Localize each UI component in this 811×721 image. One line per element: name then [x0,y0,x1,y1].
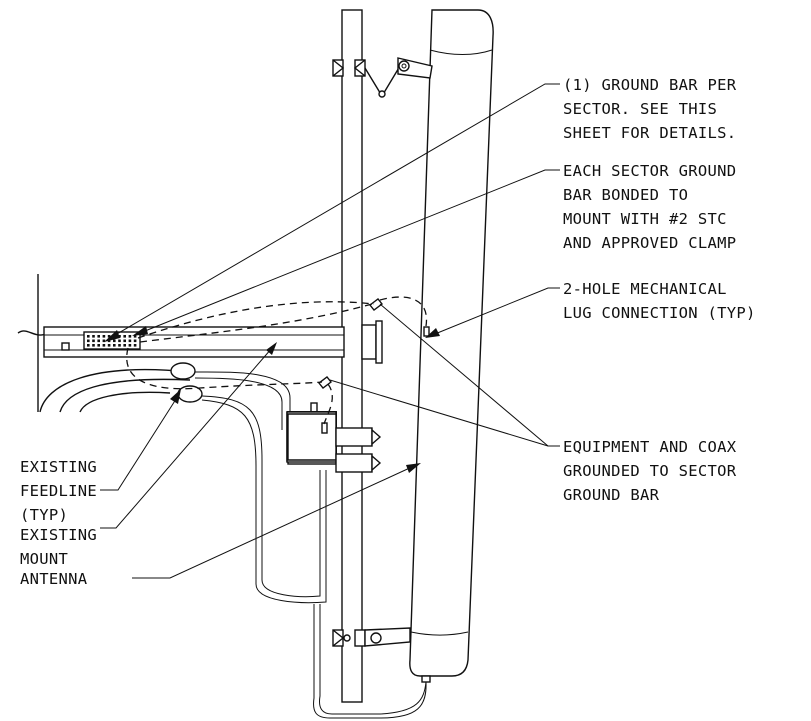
ground-bar-hole [118,344,121,347]
callout-lug: 2-HOLE MECHANICAL LUG CONNECTION (TYP) [563,280,756,322]
ground-conductors [126,296,428,425]
ground-bar-hole [118,335,121,338]
equipment-outline [287,413,337,461]
ground-bar-hole [123,335,126,338]
ground-bar-hole [102,344,106,347]
arm-pipe-clamp [361,320,383,364]
callout-bonded-line4: AND APPROVED CLAMP [563,234,736,252]
callout-equipment: EQUIPMENT AND COAX GROUNDED TO SECTOR GR… [563,438,737,504]
callout-lug-line2: LUG CONNECTION (TYP) [563,304,756,322]
ground-bar-hole [133,335,137,338]
vertical-mount-pipe [341,9,363,703]
ground-bar-hole [118,339,121,343]
ground-bar-hole [87,344,90,347]
ground-bar-hole [92,339,95,343]
lower-antenna-bracket [332,627,411,647]
antenna [313,9,494,719]
callout-antenna: ANTENNA [20,570,88,588]
ground-bar-hole [97,339,100,343]
callout-equipment-line3: GROUND BAR [563,486,660,504]
callout-equipment-line1: EQUIPMENT AND COAX [563,438,737,456]
callout-bonded-line3: MOUNT WITH #2 STC [563,210,727,228]
ground-bar-hole [102,339,106,343]
callout-feedline-line2: FEEDLINE [20,482,97,500]
ground-bar-hole [113,339,116,343]
ground-bar-hole [133,344,137,347]
ground-bar-hole [128,335,132,338]
ground-bar-hole [87,339,90,343]
sector-ground-bar [83,331,141,350]
upper-antenna-bracket [332,57,433,98]
leader-lines [100,83,560,579]
ground-bar-hole [123,344,126,347]
callout-bonded-line1: EACH SECTOR GROUND [563,162,736,180]
callout-feedline: EXISTING FEEDLINE (TYP) [20,458,97,524]
callout-ground-bar: (1) GROUND BAR PER SECTOR. SEE THIS SHEE… [563,76,737,142]
ground-bar-hole [87,335,90,338]
ground-bar-hole [97,344,100,347]
callout-ground-bar-line1: (1) GROUND BAR PER [563,76,737,94]
ground-bar-hole [133,339,137,343]
callout-equipment-line2: GROUNDED TO SECTOR [563,462,737,480]
ground-bar-hole [107,344,111,347]
callout-feedline-line3: (TYP) [20,506,68,524]
ground-bar-hole [97,335,100,338]
grounding-lugs [318,298,430,434]
callout-ground-bar-line2: SECTOR. SEE THIS [563,100,717,118]
ground-bar-hole [102,335,106,338]
ground-bar-hole [113,344,116,347]
ground-bar-hole [92,335,95,338]
callout-mount-line2: MOUNT [20,550,68,568]
callout-ground-bar-line3: SHEET FOR DETAILS. [563,124,736,142]
callout-bonded: EACH SECTOR GROUND BAR BONDED TO MOUNT W… [563,162,736,252]
ground-bar-hole [128,344,132,347]
ground-bar-hole [107,339,111,343]
callout-lug-line1: 2-HOLE MECHANICAL [563,280,727,298]
callout-feedline-line1: EXISTING [20,458,97,476]
equipment-brackets [335,427,382,473]
callout-mount-line1: EXISTING [20,526,97,544]
ground-bar-hole [92,344,95,347]
ground-bar-hole [123,339,126,343]
callout-antenna-line1: ANTENNA [20,570,88,588]
callout-bonded-line2: BAR BONDED TO [563,186,688,204]
ground-bar-hole [128,339,132,343]
ground-bar-hole [107,335,111,338]
callout-mount: EXISTING MOUNT [20,526,97,568]
